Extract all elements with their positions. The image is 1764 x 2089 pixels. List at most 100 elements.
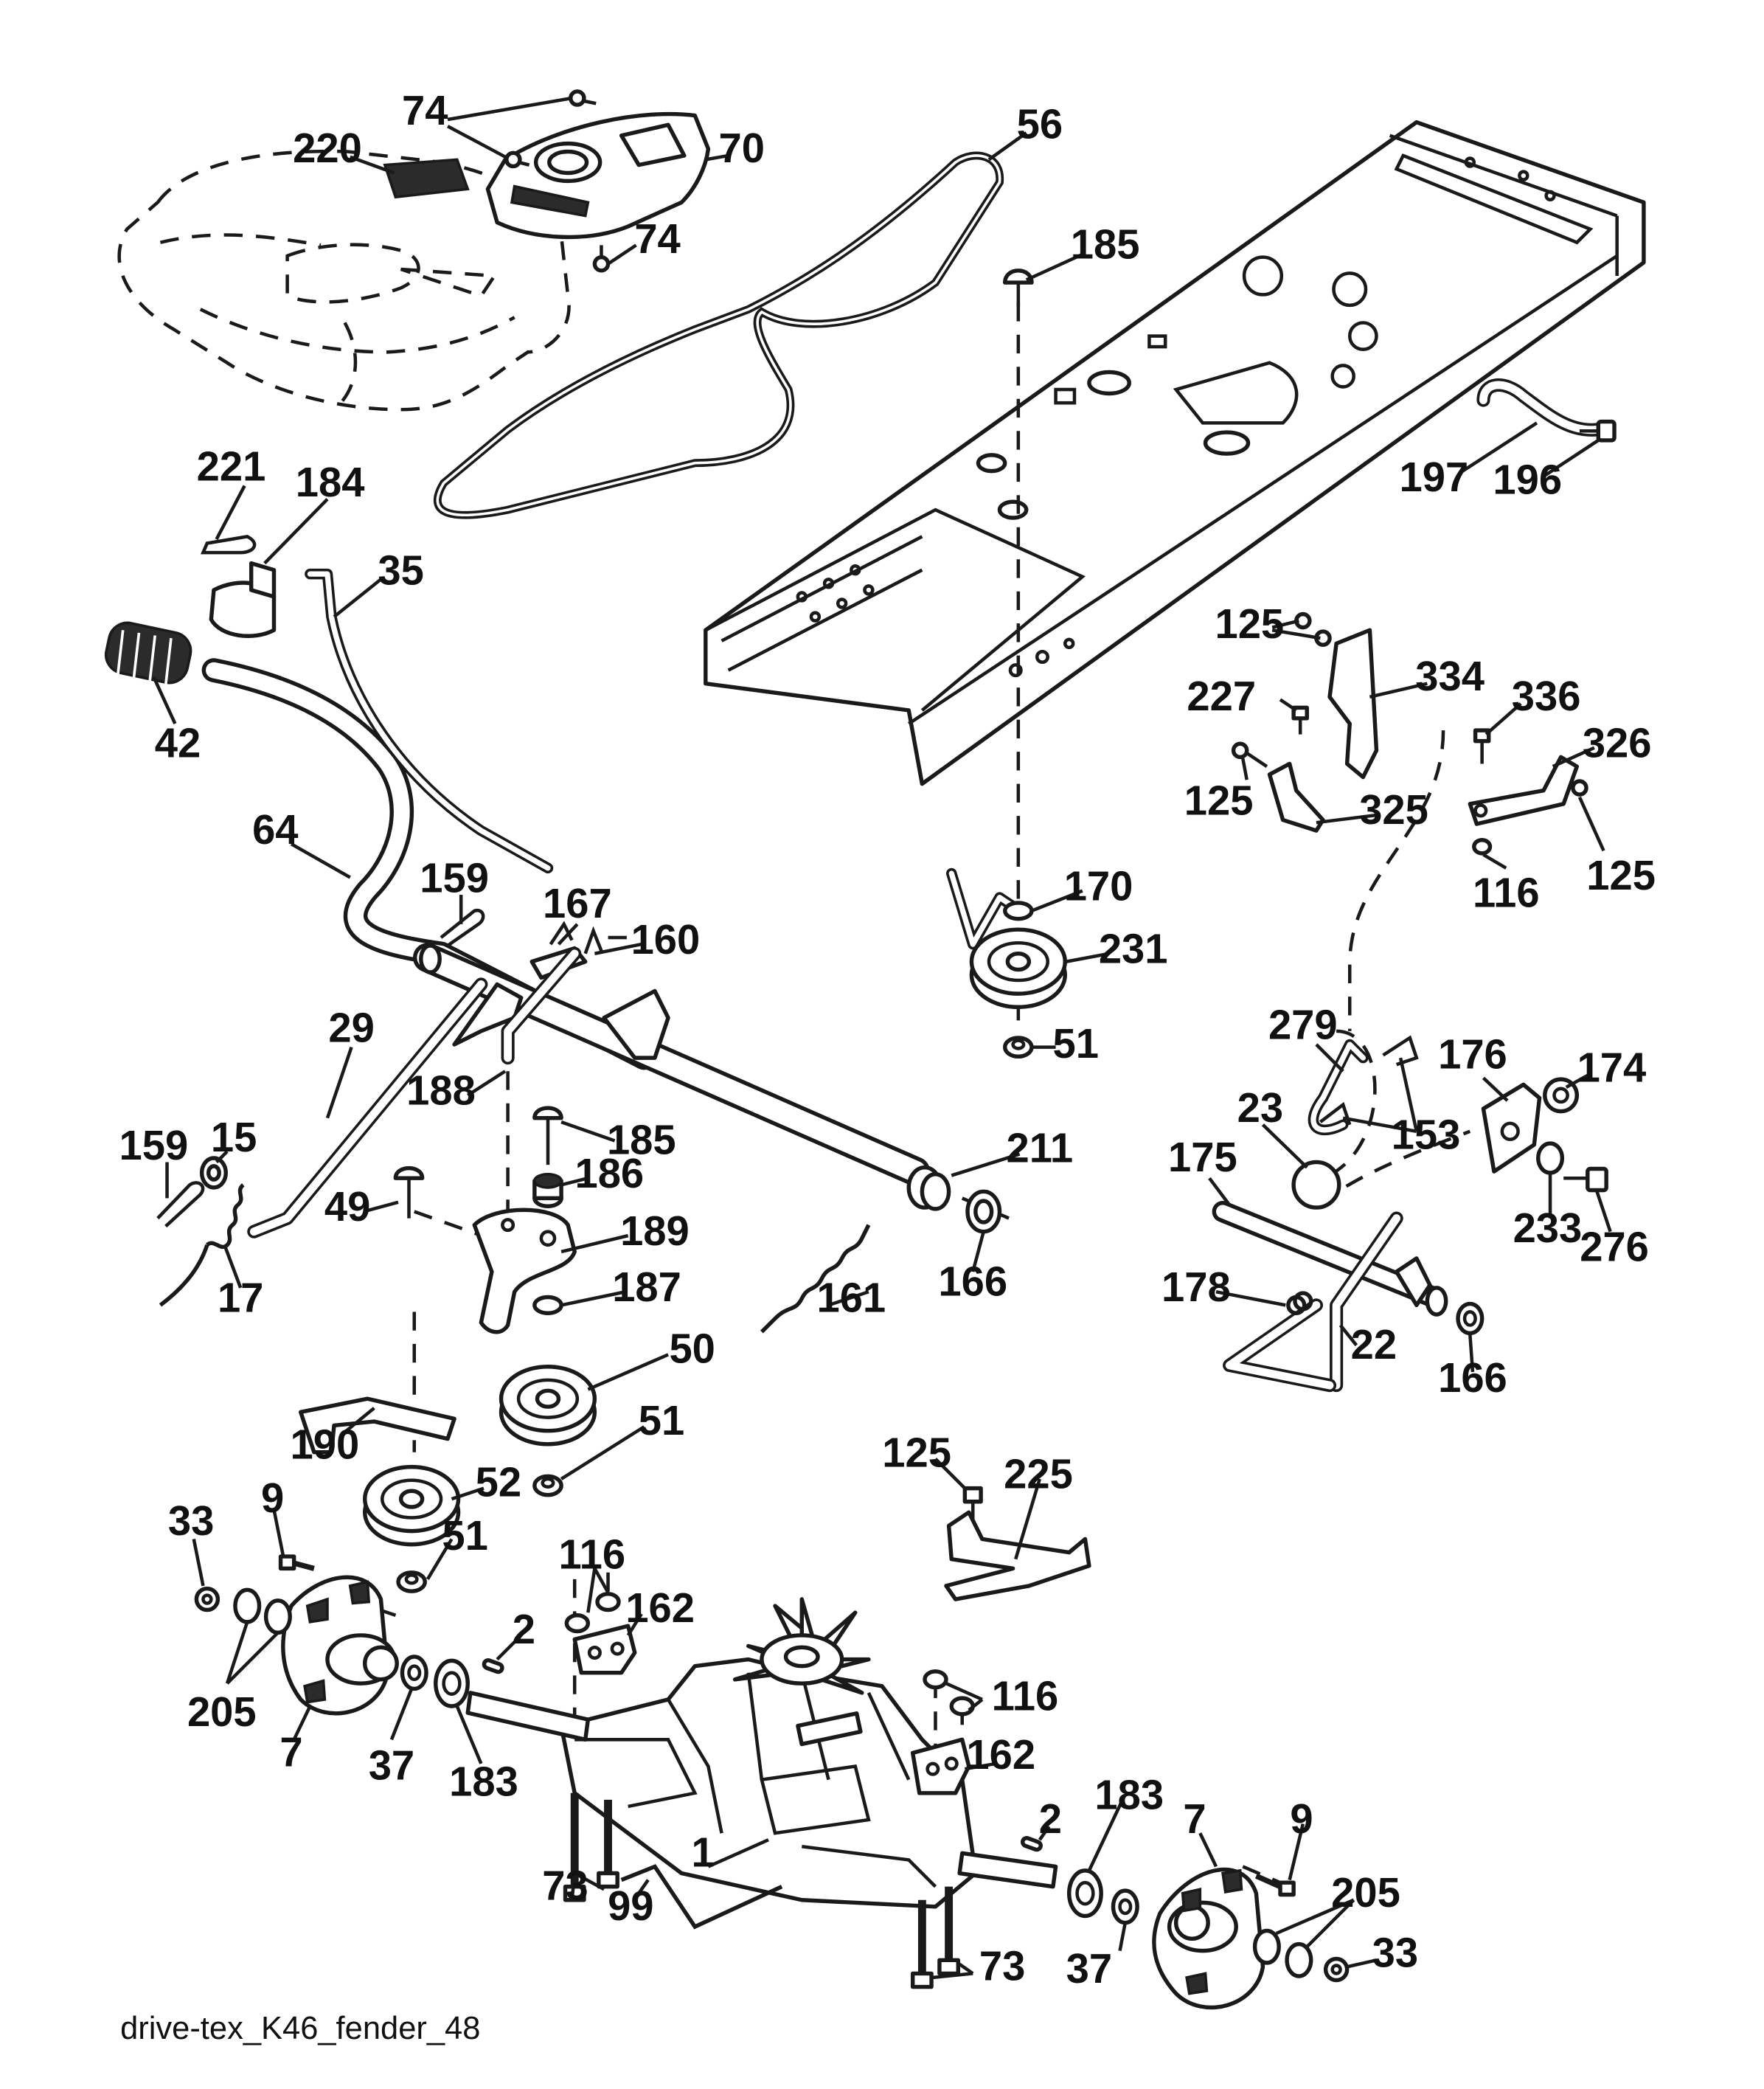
hub-7b — [1152, 1867, 1265, 2010]
callout-183b: 183 — [1094, 1772, 1164, 1818]
callout-336: 336 — [1512, 673, 1581, 719]
spring-178 — [1286, 1291, 1313, 1315]
ball-23 — [1291, 1160, 1341, 1210]
callout-225: 225 — [1004, 1451, 1073, 1497]
mount-162b — [910, 1737, 971, 1795]
bolt-9b — [1254, 1873, 1296, 1897]
washer-166b — [1456, 1301, 1485, 1336]
spring-clip-279 — [1308, 1039, 1369, 1136]
nut-116a — [1472, 838, 1493, 856]
handle-grip — [104, 621, 192, 685]
callout-220: 220 — [293, 125, 362, 171]
washer-37b — [1111, 1888, 1139, 1925]
bolt-276 — [1563, 1166, 1608, 1193]
callout-185b: 185 — [607, 1117, 676, 1163]
mount-162a — [572, 1624, 637, 1675]
callout-64: 64 — [252, 806, 298, 853]
washers-205a — [233, 1587, 292, 1635]
shift-cover — [485, 111, 711, 240]
callout-190: 190 — [290, 1421, 359, 1468]
washer-187 — [532, 1295, 563, 1315]
leader-lines — [152, 96, 1612, 1980]
nut-51b — [532, 1474, 563, 1497]
callout-221: 221 — [197, 443, 266, 489]
callout-276: 276 — [1580, 1224, 1649, 1270]
right-axle — [957, 1851, 1058, 1889]
cooling-fan — [732, 1597, 871, 1695]
callout-185a: 185 — [1071, 221, 1140, 267]
bushing-183a — [434, 1658, 470, 1708]
callout-116a: 116 — [1473, 869, 1540, 915]
callout-9b: 9 — [1290, 1795, 1313, 1842]
callout-7a: 7 — [279, 1729, 302, 1776]
clip-33b — [1323, 1956, 1350, 1983]
callout-23: 23 — [1237, 1084, 1283, 1131]
callout-279: 279 — [1268, 1002, 1338, 1048]
callout-170: 170 — [1064, 862, 1133, 909]
transaxle-1 — [559, 1657, 978, 1909]
callout-125c: 125 — [1184, 777, 1254, 823]
callout-37a: 37 — [369, 1742, 414, 1789]
callout-205a: 205 — [187, 1688, 257, 1735]
bracket-326 — [1468, 755, 1580, 826]
callout-70: 70 — [718, 125, 764, 171]
callout-99: 99 — [608, 1882, 653, 1929]
pulley-52 — [362, 1464, 461, 1547]
washer-15 — [199, 1156, 228, 1190]
callout-56: 56 — [1017, 100, 1063, 147]
lever-knob — [209, 561, 277, 638]
callout-51b: 51 — [639, 1397, 684, 1444]
callout-233: 233 — [1513, 1205, 1583, 1251]
bracket-325 — [1267, 761, 1325, 833]
callout-334: 334 — [1415, 653, 1485, 699]
callout-196: 196 — [1493, 456, 1562, 502]
spring-17 — [159, 1183, 245, 1307]
callout-73a: 73 — [542, 1863, 588, 1909]
callout-125a: 125 — [1215, 600, 1284, 647]
shaft-175 — [1212, 1201, 1448, 1317]
callout-42: 42 — [155, 719, 201, 766]
bolt-125b — [1231, 741, 1268, 768]
keys-2 — [482, 1658, 1043, 1852]
rod-99 — [620, 1864, 783, 1930]
callout-160: 160 — [631, 916, 701, 963]
latch-pin — [201, 535, 257, 555]
shift-lever — [201, 658, 656, 1070]
bolt-125d — [962, 1486, 983, 1523]
callout-176: 176 — [1438, 1031, 1507, 1078]
callout-166b: 166 — [1438, 1354, 1507, 1401]
callout-162b: 162 — [966, 1731, 1035, 1778]
callout-186: 186 — [574, 1150, 644, 1196]
left-axle — [465, 1691, 591, 1742]
bracket-334 — [1327, 628, 1379, 780]
hub-7a — [281, 1575, 399, 1716]
callout-188: 188 — [406, 1067, 476, 1114]
drag-link — [247, 977, 488, 1238]
callout-162a: 162 — [625, 1584, 695, 1631]
callout-51a: 51 — [1053, 1020, 1099, 1067]
bolts-125a — [1294, 612, 1332, 647]
callout-184: 184 — [296, 459, 365, 505]
callout-73b: 73 — [979, 1942, 1025, 1989]
bolt-49 — [393, 1166, 425, 1219]
clip-33a — [194, 1586, 220, 1612]
bolt-125c — [1571, 779, 1588, 797]
nut-51a — [1002, 1036, 1034, 1059]
callout-211: 211 — [1007, 1124, 1074, 1171]
callout-159b: 159 — [119, 1122, 189, 1168]
shift-plate — [383, 158, 470, 199]
callout-33b: 33 — [1372, 1929, 1418, 1975]
callout-2b: 2 — [1039, 1795, 1062, 1842]
spring-161 — [760, 1224, 871, 1334]
callout-183a: 183 — [449, 1758, 518, 1804]
idler-arm-170 — [945, 867, 1034, 950]
pulley-50 — [499, 1365, 597, 1447]
callout-159a: 159 — [420, 854, 489, 901]
callout-175: 175 — [1168, 1134, 1237, 1180]
belt-guide-190 — [299, 1396, 456, 1455]
bushing-186 — [532, 1172, 563, 1208]
callout-2a: 2 — [513, 1606, 535, 1652]
callout-15: 15 — [211, 1114, 257, 1160]
drive-belt — [433, 151, 1004, 519]
link-rod — [501, 946, 582, 1065]
